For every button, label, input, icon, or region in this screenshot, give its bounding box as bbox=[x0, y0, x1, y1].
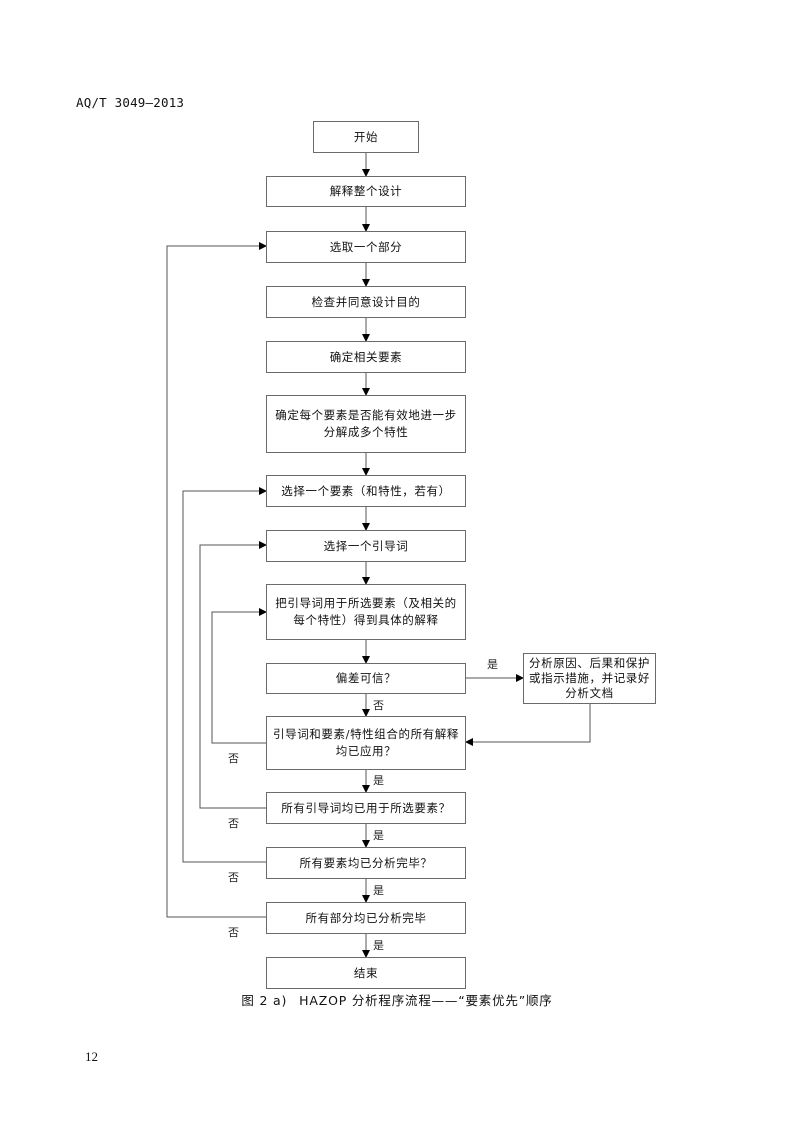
label-no-interpretations: 否 bbox=[228, 752, 239, 765]
label-no-parts: 否 bbox=[228, 926, 239, 939]
decision-all-interpretations: 引导词和要素/特性组合的所有解释均已应用？ bbox=[266, 716, 466, 770]
step-analyze-causes: 分析原因、后果和保护或指示措施，并记录好分析文档 bbox=[523, 653, 656, 704]
step-decompose: 确定每个要素是否能有效地进一步分解成多个特性 bbox=[266, 395, 466, 453]
decision-all-elements-label: 所有要素均已分析完毕？ bbox=[299, 855, 433, 870]
step-start: 开始 bbox=[313, 121, 419, 153]
figure-title: HAZOP 分析程序流程——“要素优先”顺序 bbox=[299, 993, 553, 1008]
loop-interpretations-no bbox=[211, 608, 267, 744]
label-yes-parts: 是 bbox=[373, 939, 384, 952]
step-select-part: 选取一个部分 bbox=[266, 231, 466, 263]
step-apply-guide-word-label: 把引导词用于所选要素（及相关的每个特性）得到具体的解释 bbox=[275, 596, 457, 627]
loop-parts-no bbox=[166, 242, 267, 918]
arrow-analysis-return bbox=[465, 703, 591, 746]
loop-elements-no bbox=[182, 487, 267, 863]
decision-all-elements: 所有要素均已分析完毕？ bbox=[266, 847, 466, 879]
step-select-part-label: 选取一个部分 bbox=[329, 239, 403, 254]
label-yes-interpretations: 是 bbox=[373, 774, 384, 787]
step-check-intent: 检查并同意设计目的 bbox=[266, 286, 466, 318]
step-identify-elements: 确定相关要素 bbox=[266, 341, 466, 373]
label-yes-elements: 是 bbox=[373, 884, 384, 897]
decision-deviation-credible: 偏差可信？ bbox=[266, 663, 466, 694]
standard-code: AQ/T 3049—2013 bbox=[76, 95, 185, 110]
figure-caption: 图 2 a) HAZOP 分析程序流程——“要素优先”顺序 bbox=[0, 990, 794, 1009]
step-explain-design: 解释整个设计 bbox=[266, 176, 466, 207]
figure-number: 图 2 a) bbox=[241, 993, 288, 1008]
step-analyze-causes-label: 分析原因、后果和保护或指示措施，并记录好分析文档 bbox=[529, 656, 650, 700]
step-explain-design-label: 解释整个设计 bbox=[329, 184, 403, 198]
step-start-label: 开始 bbox=[353, 129, 379, 144]
label-yes-deviation: 是 bbox=[487, 658, 498, 671]
label-no-guide-words: 否 bbox=[228, 817, 239, 830]
step-apply-guide-word: 把引导词用于所选要素（及相关的每个特性）得到具体的解释 bbox=[266, 584, 466, 640]
label-no-elements: 否 bbox=[228, 871, 239, 884]
step-identify-elements-label: 确定相关要素 bbox=[329, 349, 403, 364]
step-end: 结束 bbox=[266, 957, 466, 989]
decision-all-guide-words-label: 所有引导词均已用于所选要素？ bbox=[281, 800, 451, 815]
step-check-intent-label: 检查并同意设计目的 bbox=[311, 294, 421, 309]
decision-all-parts-label: 所有部分均已分析完毕 bbox=[305, 910, 427, 925]
step-select-guide-word: 选择一个引导词 bbox=[266, 530, 466, 562]
page-number: 12 bbox=[85, 1049, 98, 1064]
label-yes-guide-words: 是 bbox=[373, 829, 384, 842]
step-end-label: 结束 bbox=[353, 965, 379, 980]
decision-all-guide-words: 所有引导词均已用于所选要素？ bbox=[266, 792, 466, 824]
decision-all-parts: 所有部分均已分析完毕 bbox=[266, 902, 466, 934]
step-select-element-label: 选择一个要素（和特性，若有） bbox=[281, 483, 451, 498]
step-select-element: 选择一个要素（和特性，若有） bbox=[266, 475, 466, 507]
decision-all-interpretations-label: 引导词和要素/特性组合的所有解释均已应用？ bbox=[273, 727, 459, 758]
label-no-deviation: 否 bbox=[373, 699, 384, 712]
decision-deviation-credible-label: 偏差可信？ bbox=[335, 671, 397, 685]
step-decompose-label: 确定每个要素是否能有效地进一步分解成多个特性 bbox=[275, 408, 457, 439]
loop-guidewords-no bbox=[199, 541, 267, 809]
step-select-guide-word-label: 选择一个引导词 bbox=[323, 538, 409, 553]
